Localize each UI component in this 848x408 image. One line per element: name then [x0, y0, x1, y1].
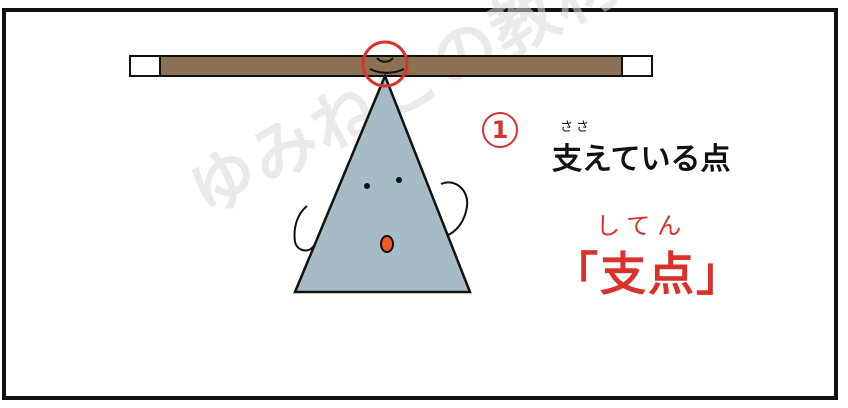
term-text: 「支点」	[552, 247, 744, 301]
highlight-ring-icon	[361, 40, 409, 88]
lever-bar	[129, 55, 653, 77]
step-number-badge: 1	[482, 112, 518, 148]
fulcrum-character-icon	[293, 57, 472, 294]
term-reading: してん	[596, 212, 689, 240]
annotation-text: 支えている点	[552, 142, 731, 177]
ruby-text: ささ	[560, 120, 593, 135]
